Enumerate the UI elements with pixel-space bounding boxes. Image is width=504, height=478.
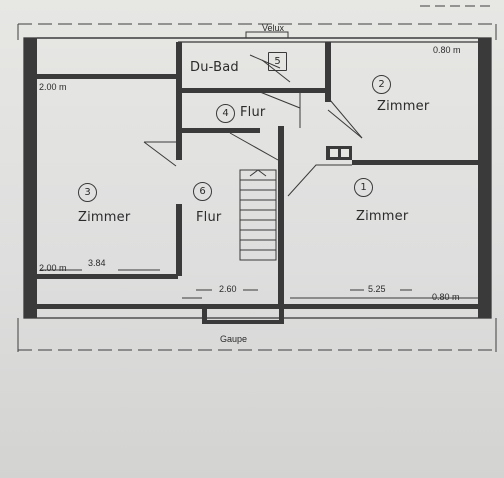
gaupe-label: Gaupe bbox=[220, 334, 248, 344]
velux-window bbox=[245, 31, 289, 39]
room-5-name: Du-Bad bbox=[190, 60, 239, 75]
staircase bbox=[239, 169, 277, 261]
room-1-number: 1 bbox=[354, 178, 373, 197]
room-6-name: Flur bbox=[196, 210, 222, 225]
room-3-number: 3 bbox=[78, 183, 97, 202]
velux-label: Velux bbox=[262, 23, 285, 33]
dimension-left-bottom: 2.00 m bbox=[39, 263, 67, 273]
chimney-inner bbox=[330, 149, 349, 157]
room-1-name: Zimmer bbox=[356, 209, 409, 224]
room-4-name: Flur bbox=[240, 105, 266, 120]
roof-slope-lines bbox=[143, 54, 478, 299]
dimension-bottom-right: 0.80 m bbox=[432, 292, 460, 302]
room-2-number: 2 bbox=[372, 75, 391, 94]
room-6-number: 6 bbox=[193, 182, 212, 201]
roof-outline bbox=[17, 5, 497, 352]
dimension-room3-width: 3.84 bbox=[88, 258, 106, 268]
dimension-room1-width: 5.25 bbox=[368, 284, 386, 294]
room-3-name: Zimmer bbox=[78, 210, 131, 225]
dimension-top-right: 0.80 m bbox=[433, 45, 461, 55]
dimension-flur-width: 2.60 bbox=[219, 284, 237, 294]
dimension-lines bbox=[40, 269, 412, 291]
room-4-number: 4 bbox=[216, 104, 235, 123]
dimension-left-top: 2.00 m bbox=[39, 82, 67, 92]
room-5-number: 5 bbox=[268, 52, 287, 71]
room-2-name: Zimmer bbox=[377, 99, 430, 114]
interior-walls bbox=[37, 42, 478, 324]
